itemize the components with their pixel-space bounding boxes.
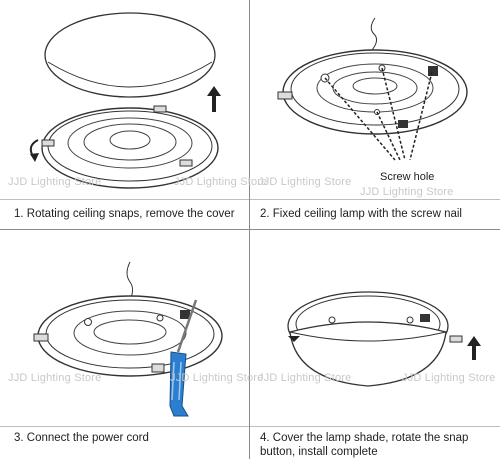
step-3-caption: 3. Connect the power cord (14, 432, 149, 444)
screw-hole-label: Screw hole (380, 171, 435, 183)
step-2-caption: 2. Fixed ceiling lamp with the screw nai… (260, 208, 462, 220)
caption-separator (250, 199, 500, 200)
caption-separator (0, 199, 249, 200)
step-1-caption: 1. Rotating ceiling snaps, remove the co… (14, 208, 235, 220)
step-1-panel: JJD Lighting Store JJD Lighting Store 1.… (0, 0, 267, 229)
step-2-panel: Screw hole JJD Lighting Store JJD Lighti… (250, 0, 500, 229)
watermark-text: JJD Lighting Store (174, 176, 268, 188)
step-4-caption: 4. Cover the lamp shade, rotate the snap… (260, 432, 469, 458)
caption-separator (0, 426, 249, 427)
step-3-illustration (33, 261, 223, 417)
step-2-illustration (277, 17, 468, 161)
horizontal-divider (0, 229, 500, 230)
watermark-text: JJD Lighting Store (402, 372, 496, 384)
step-3-panel: JJD Lighting Store JJD Lighting Store 3.… (0, 230, 263, 459)
watermark-text: JJD Lighting Store (8, 372, 102, 384)
watermark-text: JJD Lighting Store (170, 372, 264, 384)
watermark-text: JJD Lighting Store (258, 372, 352, 384)
step-4-illustration (287, 291, 481, 387)
watermark-text: JJD Lighting Store (360, 186, 454, 198)
step-4-panel: JJD Lighting Store JJD Lighting Store 4.… (250, 230, 500, 459)
caption-separator (250, 426, 500, 427)
step-1-illustration (29, 12, 221, 189)
watermark-text: JJD Lighting Store (8, 176, 102, 188)
watermark-text: JJD Lighting Store (258, 176, 352, 188)
